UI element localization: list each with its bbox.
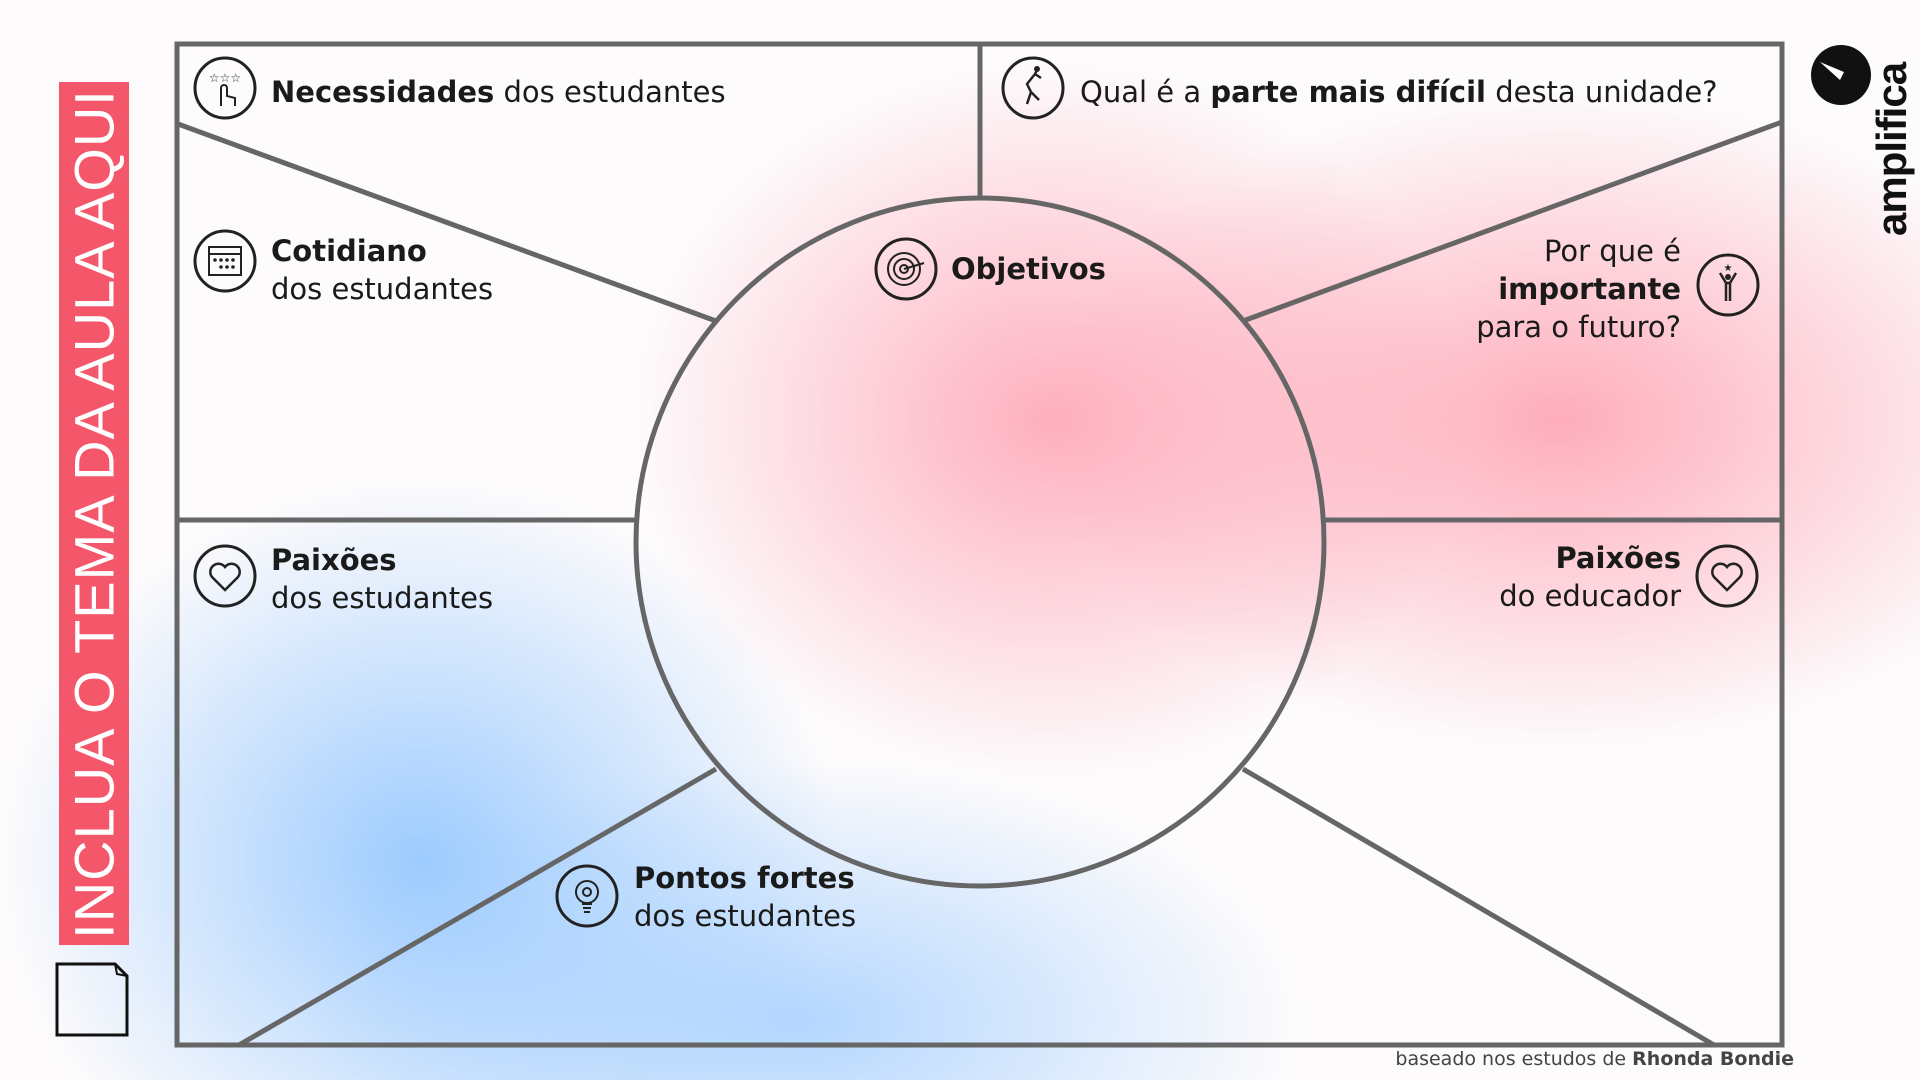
lesson-topic-banner[interactable]: INCLUA O TEMA DA AULA AQUI [59, 82, 129, 945]
hardest-part-label: Qual é a parte mais difícil desta unidad… [1080, 75, 1718, 109]
divider-top-right [1242, 119, 1783, 324]
heart-icon [193, 544, 257, 608]
brand-dial-icon [1811, 45, 1871, 105]
brand-logo: amplifica [1800, 40, 1915, 240]
lightbulb-gear-icon [555, 864, 619, 928]
goals-label: Objetivos [951, 252, 1106, 286]
needs-label: Necessidades dos estudantes [271, 75, 726, 109]
rating-hand-icon: ☆☆☆ [193, 56, 257, 120]
svg-text:☆☆☆: ☆☆☆ [209, 71, 241, 85]
svg-text:★: ★ [1724, 263, 1733, 274]
document-icon[interactable] [55, 962, 129, 1038]
heart-icon [1695, 544, 1759, 608]
goals-circle [633, 195, 1327, 889]
divider-top-left [177, 121, 717, 324]
divider-bottom-left [237, 766, 718, 1048]
attribution: baseado nos estudos de Rhonda Bondie [1395, 1048, 1794, 1070]
calendar-icon [193, 229, 257, 293]
target-icon [874, 237, 938, 301]
divider-bottom-right [1241, 766, 1716, 1048]
brand-wordmark: amplifica [1868, 62, 1915, 236]
achievement-person-icon: ★ [1696, 253, 1760, 317]
climber-icon [1001, 56, 1065, 120]
